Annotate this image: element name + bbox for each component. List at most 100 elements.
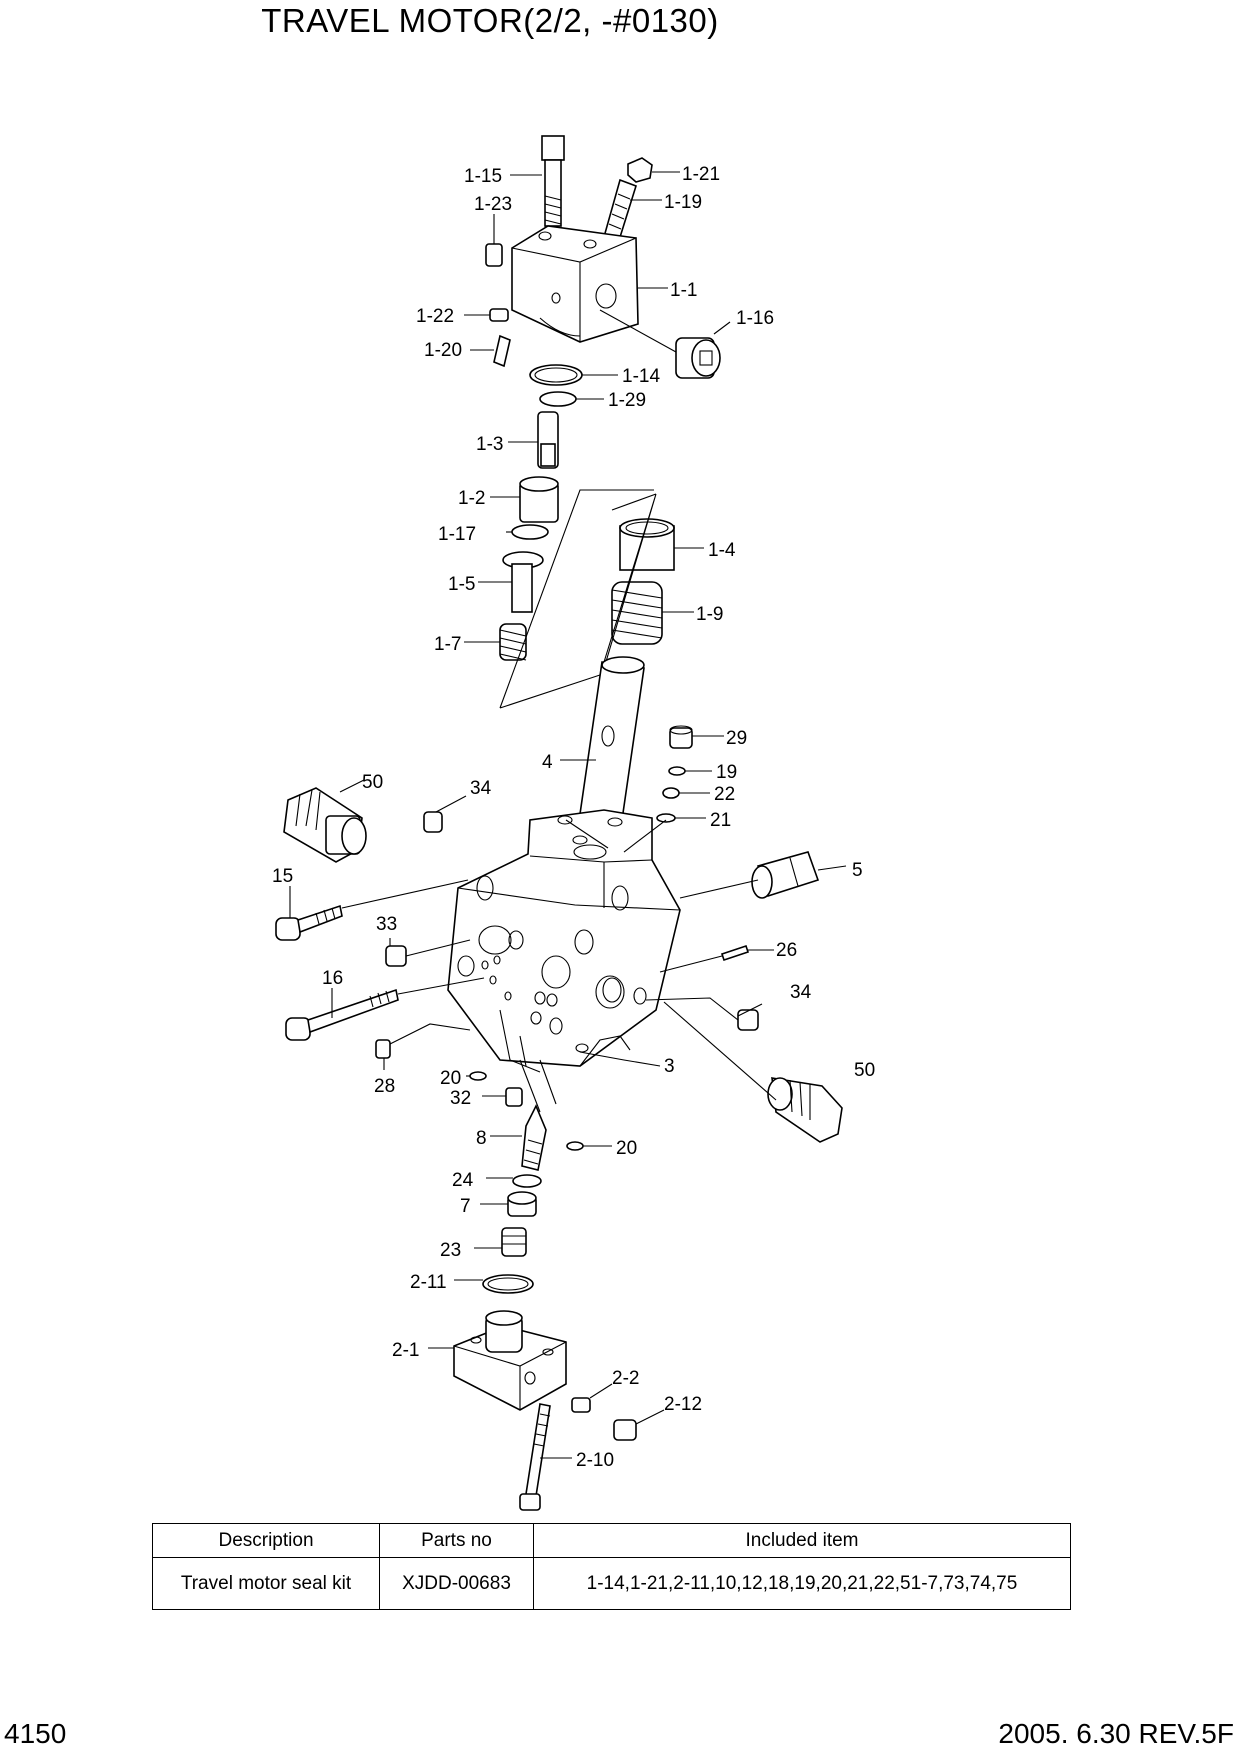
label-8: 8 — [476, 1128, 487, 1149]
label-15: 15 — [272, 866, 293, 887]
part-1-1-block — [511, 225, 639, 343]
part-4-spool — [579, 656, 645, 821]
page-number: 4150 — [4, 1718, 67, 1749]
label-29: 29 — [726, 728, 747, 749]
part-1-7-spring — [499, 623, 527, 661]
page-title: TRAVEL MOTOR(2/2, -#0130) — [261, 2, 719, 39]
cell-parts-no: XJDD-00683 — [379, 1557, 534, 1610]
label-1-29: 1-29 — [608, 390, 646, 411]
part-1-20-pin — [493, 334, 511, 368]
label-5: 5 — [852, 860, 863, 881]
label-33: 33 — [376, 914, 397, 935]
part-29-plug — [669, 725, 693, 749]
part-1-17-ring — [511, 524, 549, 540]
part-19-ring — [668, 766, 686, 776]
label-50-right: 50 — [854, 1060, 875, 1081]
label-26: 26 — [776, 940, 797, 961]
part-7-nut — [507, 1191, 537, 1217]
part-2-1-cover — [453, 1310, 567, 1411]
part-32-pin — [505, 1087, 523, 1107]
label-2-10: 2-10 — [576, 1450, 614, 1471]
label-1-16: 1-16 — [736, 308, 774, 329]
part-20-ring-lower — [566, 1141, 584, 1151]
col-parts-no-header: Parts no — [379, 1523, 534, 1558]
col-description-header: Description — [152, 1523, 380, 1558]
part-1-23-plug — [485, 243, 503, 267]
label-1-5: 1-5 — [448, 574, 475, 595]
label-2-2: 2-2 — [612, 1368, 639, 1389]
part-34-plug-right — [737, 1009, 759, 1031]
label-2-1: 2-1 — [392, 1340, 419, 1361]
label-3: 3 — [664, 1056, 675, 1077]
part-23-plug — [501, 1227, 527, 1257]
label-19: 19 — [716, 762, 737, 783]
label-50-upper: 50 — [362, 772, 383, 793]
part-15-bolt — [275, 904, 343, 941]
label-1-17: 1-17 — [438, 524, 476, 545]
label-2-11: 2-11 — [410, 1272, 447, 1293]
table-row: Travel motor seal kit XJDD-00683 1-14,1-… — [152, 1557, 1071, 1610]
part-1-2-sleeve — [519, 476, 559, 523]
label-21: 21 — [710, 810, 731, 831]
col-included-item-header: Included item — [533, 1523, 1071, 1558]
label-1-4: 1-4 — [708, 540, 736, 561]
label-23: 23 — [440, 1240, 461, 1261]
cell-included-item: 1-14,1-21,2-11,10,12,18,19,20,21,22,51-7… — [533, 1557, 1071, 1610]
part-1-16-plug — [675, 337, 721, 379]
label-16: 16 — [322, 968, 343, 989]
part-21-ring — [656, 813, 676, 823]
part-24-ring — [512, 1174, 542, 1188]
table-header-row: Description Parts no Included item — [152, 1523, 1071, 1558]
part-2-12-plug — [613, 1419, 637, 1441]
label-1-19: 1-19 — [664, 192, 702, 213]
part-1-21-nut — [627, 157, 653, 183]
part-5-spool — [751, 851, 820, 899]
label-22: 22 — [714, 784, 735, 805]
label-24: 24 — [452, 1170, 474, 1191]
seal-kit-table: Description Parts no Included item Trave… — [152, 1523, 1071, 1610]
label-28: 28 — [374, 1076, 395, 1097]
part-33-plug — [385, 945, 407, 967]
part-3-housing — [447, 809, 681, 1073]
part-50-relief-valve-left — [283, 787, 367, 863]
revision-date: 2005. 6.30 REV.5F — [998, 1718, 1234, 1749]
part-28-pin — [375, 1039, 391, 1059]
leader-lines — [289, 171, 847, 1459]
label-34-right: 34 — [790, 982, 812, 1003]
label-34-upper: 34 — [470, 778, 492, 799]
label-7: 7 — [460, 1196, 471, 1217]
label-2-12: 2-12 — [664, 1394, 702, 1415]
label-1-7: 1-7 — [434, 634, 461, 655]
label-1-14: 1-14 — [622, 366, 660, 387]
label-32: 32 — [450, 1088, 471, 1109]
label-1-21: 1-21 — [682, 164, 720, 185]
part-1-5-poppet — [502, 551, 544, 613]
part-8-needle — [521, 1104, 547, 1171]
part-1-29-ring — [539, 391, 577, 407]
cell-description: Travel motor seal kit — [152, 1557, 380, 1610]
label-1-20: 1-20 — [424, 340, 462, 361]
label-1-9: 1-9 — [696, 604, 723, 625]
part-22-ring — [662, 787, 680, 799]
label-20-lower: 20 — [616, 1138, 637, 1159]
part-26-pin — [720, 944, 750, 962]
label-1-1: 1-1 — [670, 280, 697, 301]
part-50-relief-valve-right — [767, 1077, 843, 1143]
part-34-plug-upper — [423, 811, 443, 833]
label-1-23: 1-23 — [474, 194, 512, 215]
label-20-upper: 20 — [440, 1068, 461, 1089]
part-1-4-sleeve — [619, 518, 675, 571]
label-1-2: 1-2 — [458, 488, 485, 509]
label-1-3: 1-3 — [476, 434, 503, 455]
part-1-22-screw — [489, 308, 509, 322]
label-1-22: 1-22 — [416, 306, 454, 327]
part-1-3-spool — [537, 411, 559, 469]
label-1-15: 1-15 — [464, 166, 502, 187]
label-4: 4 — [542, 752, 553, 773]
part-1-15-bolt — [541, 135, 565, 227]
part-20-ring-upper — [469, 1071, 487, 1081]
part-16-bolt — [285, 988, 399, 1041]
part-2-10-bolt — [519, 1403, 551, 1511]
callout-labels: 1-15 1-21 1-23 1-19 1-1 1-16 1-22 1-20 1… — [272, 164, 875, 1471]
